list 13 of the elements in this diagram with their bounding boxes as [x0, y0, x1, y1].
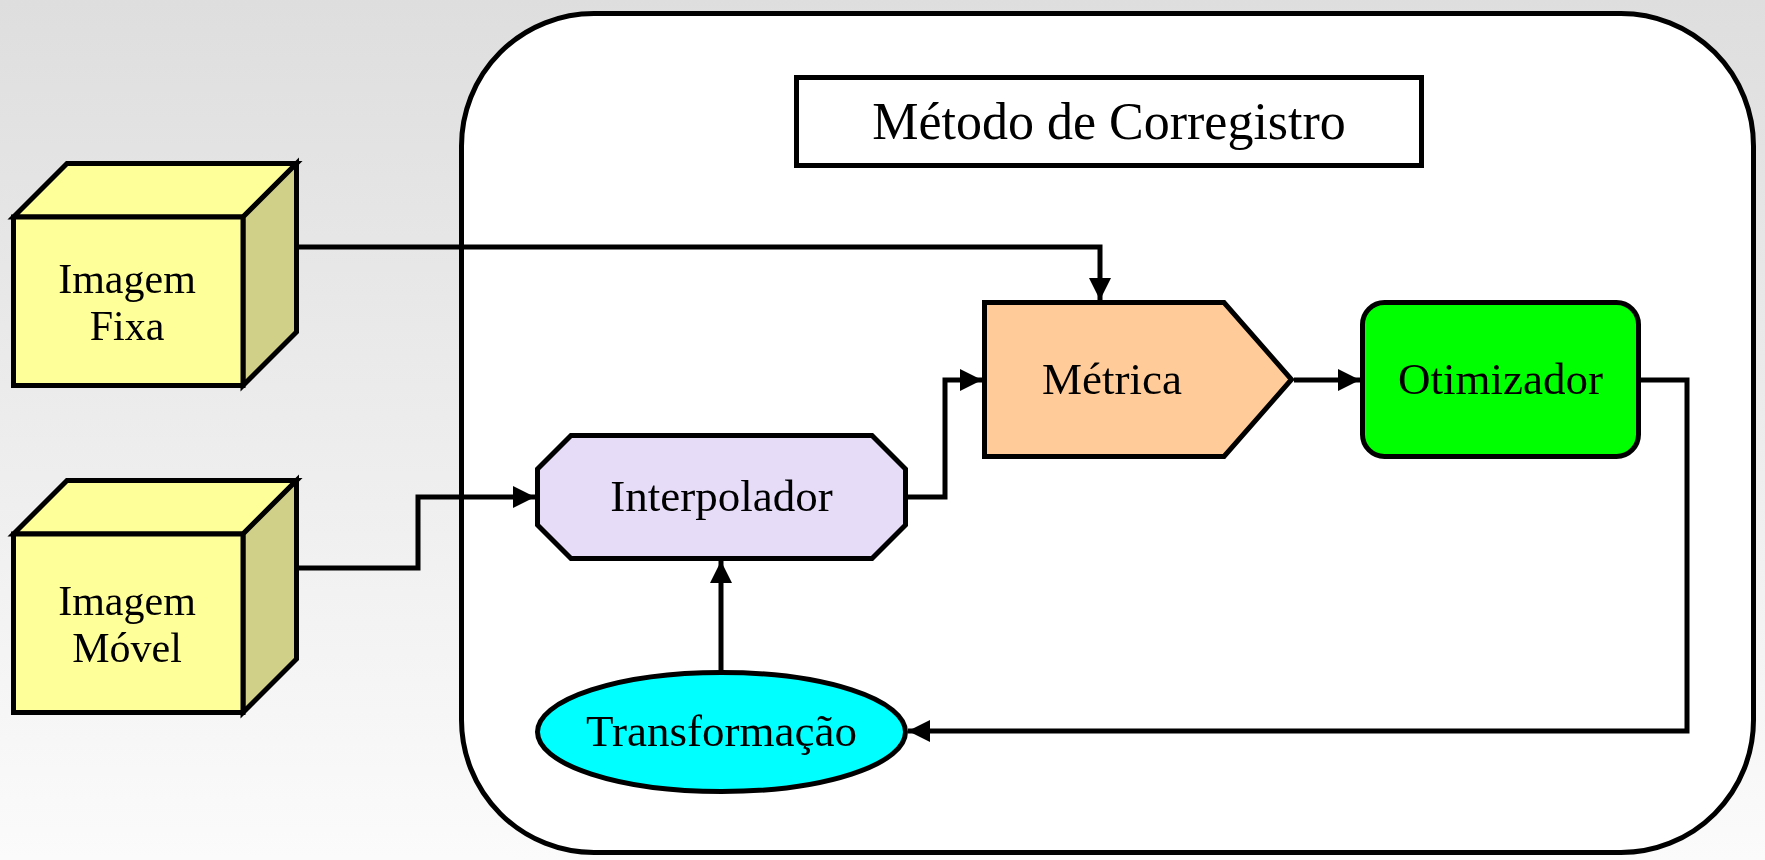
arrow: [1294, 369, 1360, 391]
title-box: [794, 75, 1424, 168]
arrow: [299, 486, 535, 571]
node-label: Métrica: [1042, 354, 1182, 405]
arrow: [908, 369, 982, 500]
arrow: [908, 377, 1690, 742]
arrow: [710, 561, 732, 670]
rounded-container: [459, 11, 1756, 855]
arrow: [299, 244, 1111, 300]
node-label: Interpolador: [610, 472, 833, 522]
node-label: Transformação: [586, 707, 857, 757]
node-label: Otimizador: [1398, 354, 1603, 405]
node-label: Método de Corregistro: [872, 92, 1346, 151]
